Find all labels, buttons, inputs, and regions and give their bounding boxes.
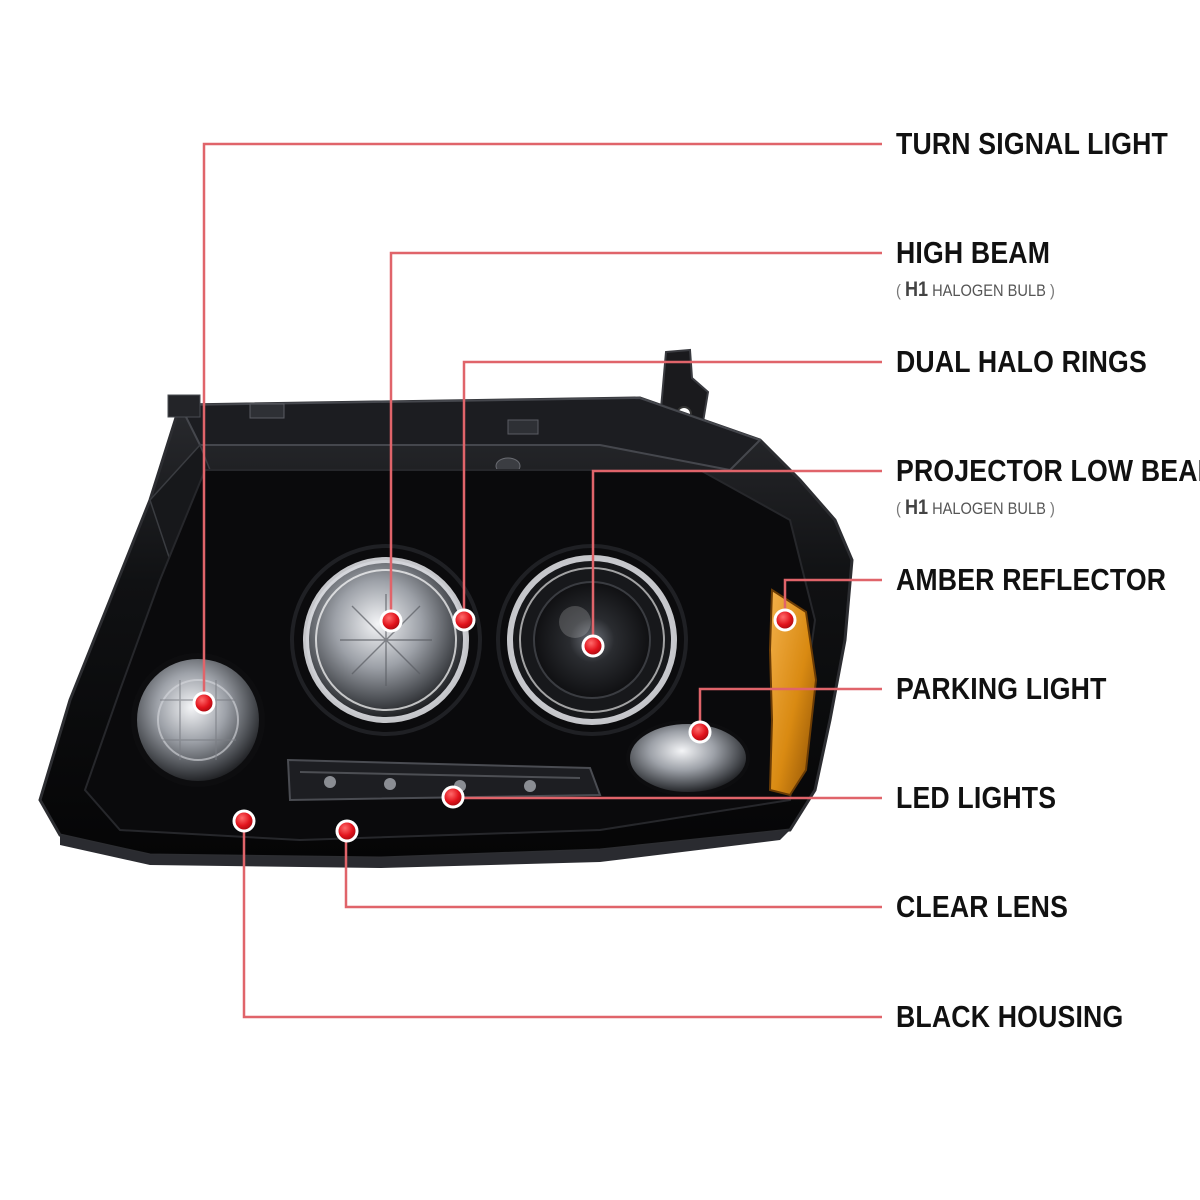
label-black-housing: BLACK HOUSING bbox=[896, 999, 1124, 1034]
high-beam-lamp bbox=[290, 544, 482, 736]
leader-turn-signal bbox=[202, 142, 882, 703]
dot-turn-signal bbox=[192, 691, 216, 715]
bulb-open-paren: ( bbox=[896, 499, 901, 518]
dot-projector bbox=[581, 634, 605, 658]
dot-parking bbox=[688, 720, 712, 744]
bulb-type: HALOGEN BULB bbox=[932, 499, 1046, 518]
bulb-open-paren: ( bbox=[896, 281, 901, 300]
dot-clear-lens bbox=[335, 819, 359, 843]
leader-lines bbox=[202, 142, 882, 1019]
leader-clear-lens bbox=[344, 832, 882, 909]
leader-projector bbox=[591, 469, 882, 646]
bulb-code: H1 bbox=[904, 496, 929, 519]
led-strip bbox=[286, 758, 602, 802]
parking-lamp bbox=[626, 720, 750, 796]
label-parking-light: PARKING LIGHT bbox=[896, 671, 1107, 706]
sublabel-projector-bulb: ( H1 HALOGEN BULB ) bbox=[896, 496, 1055, 519]
bulb-code: H1 bbox=[904, 278, 929, 301]
label-amber-reflector: AMBER REFLECTOR bbox=[896, 562, 1167, 597]
bulb-type: HALOGEN BULB bbox=[932, 281, 1046, 300]
dot-high-beam bbox=[379, 609, 403, 633]
label-clear-lens: CLEAR LENS bbox=[896, 889, 1069, 924]
leader-black-housing bbox=[242, 822, 882, 1019]
sublabel-high-beam-bulb: ( H1 HALOGEN BULB ) bbox=[896, 278, 1055, 301]
label-dual-halo-rings: DUAL HALO RINGS bbox=[896, 344, 1147, 379]
label-turn-signal-light: TURN SIGNAL LIGHT bbox=[896, 126, 1168, 161]
label-led-lights: LED LIGHTS bbox=[896, 780, 1057, 815]
dot-black-housing bbox=[232, 809, 256, 833]
dot-led bbox=[441, 785, 465, 809]
bulb-close-paren: ) bbox=[1049, 281, 1055, 300]
bulb-close-paren: ) bbox=[1049, 499, 1055, 518]
leader-amber bbox=[783, 578, 882, 620]
dot-amber bbox=[773, 608, 797, 632]
turn-signal-lamp bbox=[131, 653, 265, 787]
dot-dual-halo bbox=[452, 608, 476, 632]
label-high-beam: HIGH BEAM bbox=[896, 235, 1051, 270]
label-projector-low-beam: PROJECTOR LOW BEAM bbox=[896, 453, 1200, 488]
callout-dots bbox=[192, 608, 797, 843]
amber-reflector-strip bbox=[768, 588, 818, 797]
leader-parking bbox=[698, 687, 882, 730]
leader-dual-halo bbox=[462, 360, 882, 620]
leader-high-beam bbox=[389, 251, 882, 619]
